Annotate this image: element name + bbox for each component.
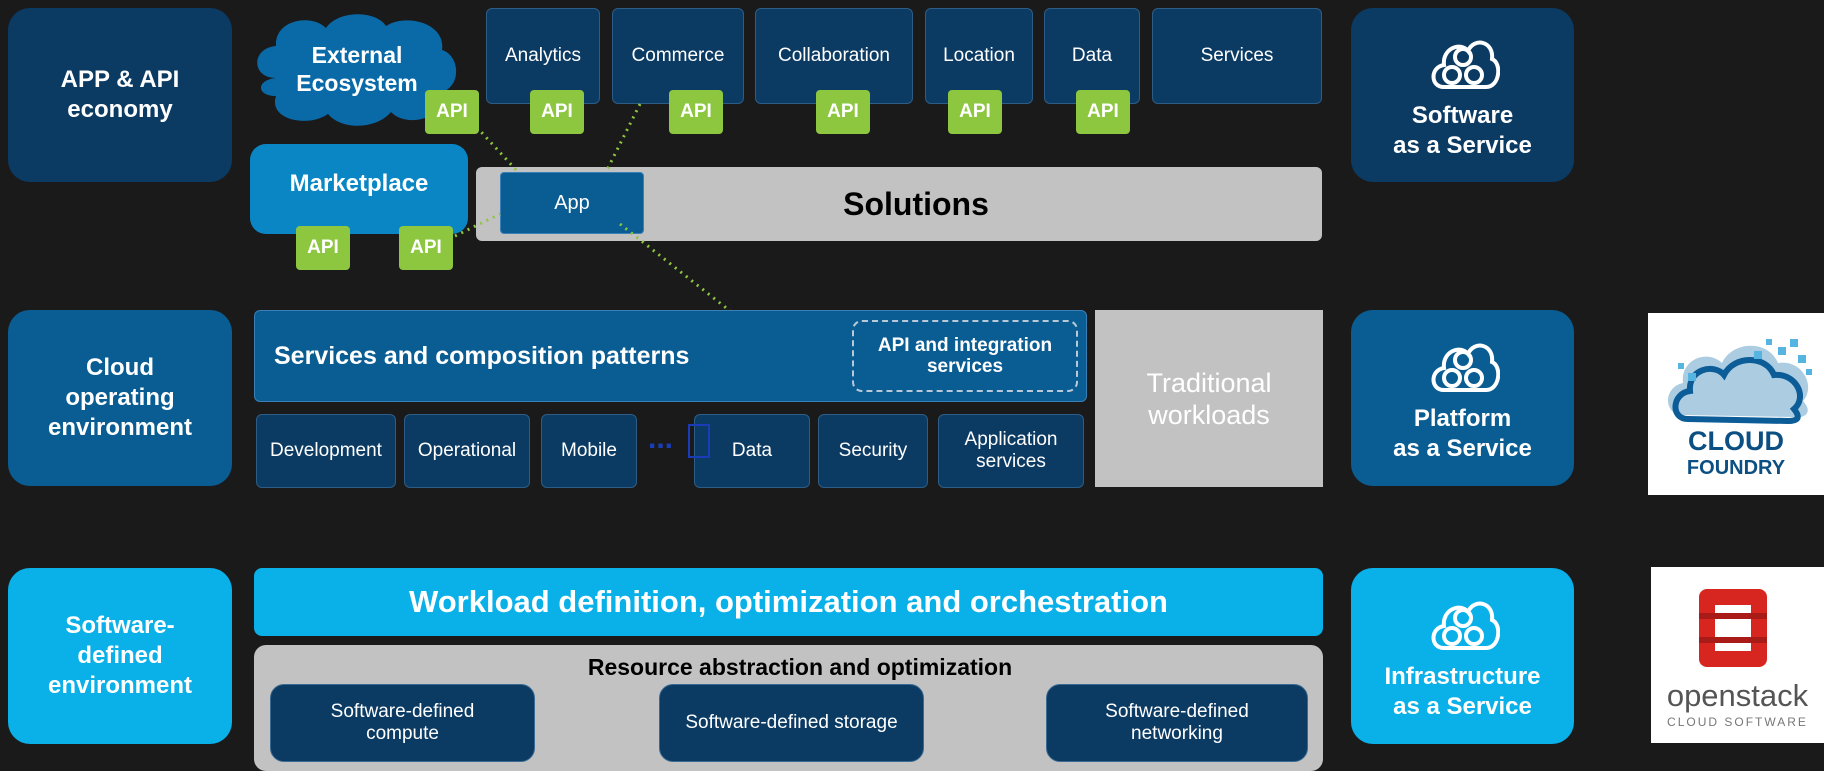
api-badge-analytics: API [530,90,584,134]
service-box-security: Security [818,414,928,488]
app-box: App [500,172,644,234]
external-ecosystem-cloud [257,14,457,126]
layer-label-sde: Software- defined environment [8,568,232,744]
saas-box: Software as a Service [1351,8,1574,182]
openstack-subtext: CLOUD SOFTWARE [1667,715,1808,729]
service-box-operational: Operational [404,414,530,488]
traditional-workloads: Traditional workloads [1095,310,1323,487]
cloudfoundry-cloud-icon [1668,339,1812,425]
layer-label-app-api: APP & API economy [8,8,232,182]
cloud-nodes-icon [1431,40,1500,89]
openstack-logo: openstack CLOUD SOFTWARE [1651,567,1824,743]
resource-abstraction-label: Resource abstraction and optimization [587,653,1013,680]
api-integration-services: API and integration services [852,320,1078,392]
sd-networking: Software-defined networking [1046,684,1308,762]
api-badge-data: API [1076,90,1130,134]
solutions-label: Solutions [843,185,989,222]
paas-box: Platform as a Service [1351,310,1574,486]
services-composition-bar [254,310,1087,402]
api-badge-collaboration: API [816,90,870,134]
service-collaboration: Collaboration [755,8,913,104]
workload-definition-bar: Workload definition, optimization and or… [254,568,1323,636]
service-location: Location [925,8,1033,104]
cloudfoundry-text-1: CLOUD [1688,425,1784,456]
layer-label-cloud-os: Cloud operating environment [8,310,232,486]
api-badge-commerce: API [669,90,723,134]
service-box-mobile: Mobile [541,414,637,488]
api-badge-location: API [948,90,1002,134]
cloud-nodes-icon [1431,343,1500,392]
external-ecosystem-label: External Ecosystem [296,42,418,96]
cloud-nodes-icon [1431,601,1500,650]
service-box-data: Data [694,414,810,488]
openstack-icon [1699,589,1767,667]
service-commerce: Commerce [612,8,744,104]
iaas-box: Infrastructure as a Service [1351,568,1574,744]
ellipsis: ... [648,422,674,455]
sd-compute: Software-defined compute [270,684,535,762]
cloudfoundry-text-2: FOUNDRY [1686,456,1786,479]
api-badge-ecosystem: API [425,90,479,134]
service-services: Services [1152,8,1322,104]
placeholder-marker [688,424,710,458]
saas-label: Software as a Service [1393,102,1532,159]
openstack-text: openstack [1666,678,1809,713]
service-box-application-services: Application services [938,414,1084,488]
api-badge-marketplace-1: API [296,226,350,270]
service-analytics: Analytics [486,8,600,104]
api-badge-marketplace-2: API [399,226,453,270]
cloudfoundry-logo: CLOUD FOUNDRY [1648,313,1824,495]
services-composition-label: Services and composition patterns [274,342,690,370]
marketplace: Marketplace [250,144,468,234]
iaas-label: Infrastructure as a Service [1384,663,1541,720]
paas-label: Platform as a Service [1393,405,1532,462]
service-box-development: Development [256,414,396,488]
service-data: Data [1044,8,1140,104]
sd-storage: Software-defined storage [659,684,924,762]
